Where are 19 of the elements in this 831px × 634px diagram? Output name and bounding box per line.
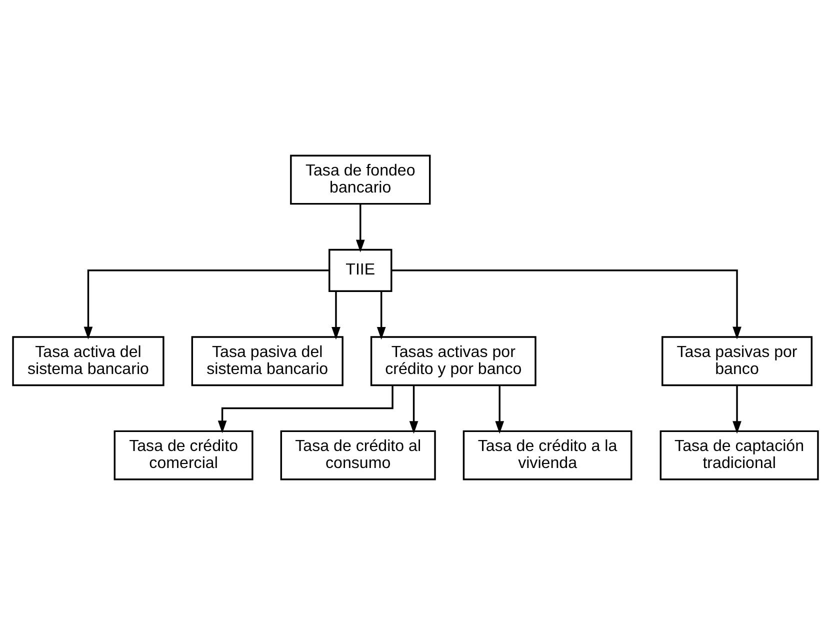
node-box: Tasa de crédito al consumo [280,430,436,480]
node-box: Tasa de captación tradicional [660,430,819,480]
arrow [356,204,365,252]
node-box: Tasa de crédito comercial [114,430,254,480]
arrow [84,269,330,339]
node-box: Tasa activa del sistema bancario [12,336,164,386]
arrow [218,385,394,433]
arrow [732,384,742,434]
arrow [376,290,386,340]
arrow [392,269,742,339]
node-box: Tasa pasivas por banco [662,336,813,386]
node-box: Tasa de crédito a la vivienda [462,430,632,480]
arrow [495,384,504,434]
node-box: Tasa de fondeo bancario [290,154,431,204]
arrow [409,384,418,434]
node-box: Tasa pasiva del sistema bancario [191,336,344,386]
node-box: TIIE [328,248,392,292]
arrow [332,290,340,340]
node-box: Tasas activas por crédito y por banco [370,336,536,386]
